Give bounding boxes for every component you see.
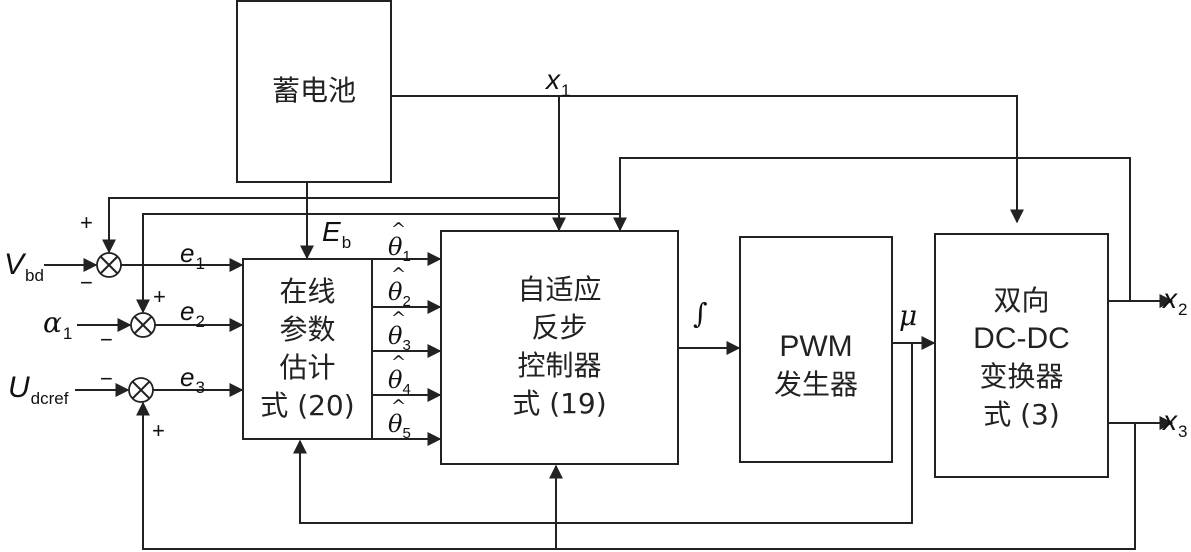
summing-junction-3	[128, 377, 154, 403]
x3-label: x3	[1163, 405, 1188, 441]
sum1-plus-sign: +	[80, 210, 93, 235]
theta2-label: ^θ2	[388, 264, 411, 310]
sum1-minus-sign: −	[80, 270, 93, 295]
x3-feedback-sum3-wire	[136, 401, 1136, 550]
x2-to-controller-wire	[613, 157, 1131, 301]
summing-junction-2	[130, 312, 156, 338]
udcref-label: Udcref	[8, 371, 69, 408]
battery-label: 蓄电池	[271, 74, 356, 107]
estimator-block	[242, 258, 373, 440]
x1-to-converter-wire	[391, 95, 1024, 224]
converter-block	[934, 233, 1109, 478]
converter-label: 双向 DC-DC 变换器 式 (3)	[973, 284, 1070, 431]
mu-feedback-estimator-wire	[293, 343, 913, 524]
x1-label: x1	[546, 64, 571, 100]
theta3-label: ^θ3	[388, 308, 411, 354]
e2-label: e2	[180, 296, 205, 331]
x1-feedback-sum1-wire	[102, 197, 559, 254]
sum3-plus-sign: +	[152, 418, 165, 443]
e1-label: e1	[180, 238, 205, 273]
integral-symbol: ∫	[693, 297, 708, 330]
sum3-minus-sign: −	[100, 366, 113, 391]
sum2-minus-sign: −	[100, 327, 113, 352]
mu-label: μ	[899, 299, 918, 332]
x2-feedback-sum2-wire	[136, 213, 620, 314]
summing-junction-1	[96, 252, 122, 278]
theta5-label: ^θ5	[388, 396, 411, 442]
sum2-plus-sign: +	[153, 284, 166, 309]
e3-label: e3	[180, 362, 205, 397]
battery-block	[236, 0, 392, 183]
eb-label: Eb	[322, 216, 352, 252]
pwm-label: PWM 发生器	[773, 330, 858, 401]
vbd-label: Vbd	[4, 248, 44, 285]
theta1-label: ^θ1	[388, 219, 411, 265]
pwm-block	[739, 236, 893, 463]
alpha1-label: α1	[43, 306, 73, 343]
estimator-label: 在线 参数 估计 式 (20)	[260, 275, 355, 422]
controller-label: 自适应 反步 控制器 式 (19)	[512, 273, 607, 420]
x2-label: x2	[1163, 283, 1188, 319]
theta4-label: ^θ4	[388, 352, 411, 398]
